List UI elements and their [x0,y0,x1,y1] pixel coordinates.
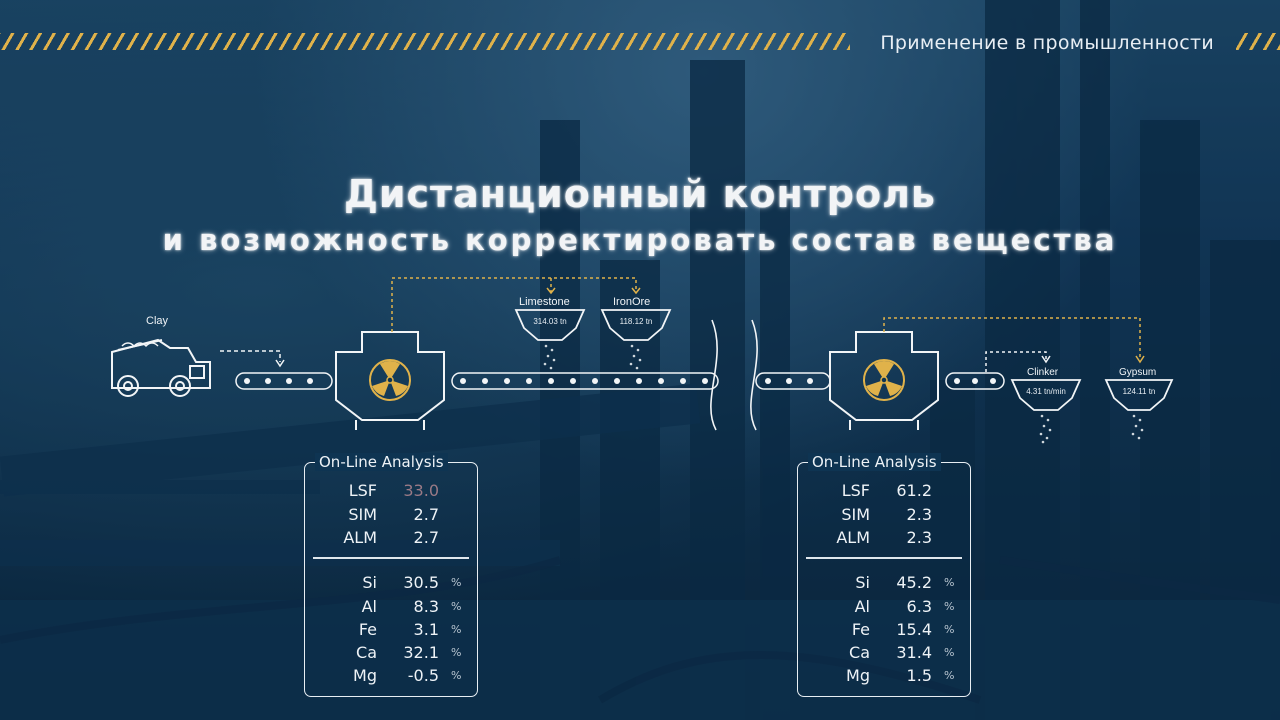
clinker-label: Clinker [1027,367,1059,378]
element-value: 8.3 [413,597,439,616]
element-key: Ca [849,643,870,662]
limestone-label: Limestone [519,296,570,308]
clinker-value: 4.31 tn/min [1026,387,1066,396]
element-key: Mg [846,666,870,685]
dump-truck-icon [111,338,211,397]
panel-divider [313,557,469,559]
element-value: 1.5 [906,666,932,685]
element-key: Al [854,597,870,616]
headline-line2: и возможность корректировать состав веще… [162,223,1118,257]
element-value: 30.5 [403,573,439,592]
index-key: LSF [841,481,870,500]
element-value: 32.1 [403,643,439,662]
element-unit: % [944,576,955,589]
flow-arrow-clinker [985,351,1047,372]
header-stripe-left [0,33,850,50]
element-key: Fe [851,620,870,639]
panel-divider [806,557,962,559]
element-value: 31.4 [896,643,932,662]
element-key: Al [361,597,377,616]
element-value: 6.3 [906,597,932,616]
index-key: SIM [348,505,377,524]
header-title: Применение в промышленности [880,32,1214,54]
conveyor-belt-4 [945,372,1005,390]
limestone-value: 314.03 tn [533,317,567,326]
index-value: 2.7 [413,505,439,524]
index-key: ALM [836,528,870,547]
index-key: SIM [841,505,870,524]
hopper-gypsum [1104,379,1174,411]
element-value: 3.1 [413,620,439,639]
conveyor-belt-3 [755,372,831,390]
index-value: 61.2 [896,481,932,500]
element-unit: % [451,600,462,613]
conveyor-belt-2 [451,372,719,390]
element-key: Fe [358,620,377,639]
break-mark [710,319,758,431]
element-unit: % [944,623,955,636]
element-unit: % [944,646,955,659]
ironore-value: 118.12 tn [619,317,653,326]
gypsum-value: 124.11 tn [1122,387,1156,396]
element-key: Ca [356,643,377,662]
clay-label: Clay [146,315,169,327]
index-key: ALM [343,528,377,547]
mill-1 [335,331,445,430]
element-unit: % [451,623,462,636]
flow-arrow-truck [220,350,281,362]
gypsum-label: Gypsum [1119,367,1157,378]
header-stripe-right [1236,33,1280,50]
headline-line1: Дистанционный контроль [344,172,936,216]
analysis-panel-1: On-Line Analysis LSF 33.0 SIM 2.7 ALM 2.… [304,453,478,697]
element-key: Mg [353,666,377,685]
control-line-2 [883,317,1141,360]
mill-2 [829,331,939,430]
ironore-label: IronOre [613,296,651,308]
element-unit: % [451,646,462,659]
panel-title: On-Line Analysis [315,453,448,471]
index-value: 2.3 [906,528,932,547]
radiation-icon-2 [863,359,905,401]
element-value: -0.5 [407,666,439,685]
element-unit: % [451,576,462,589]
panel-title: On-Line Analysis [808,453,941,471]
hopper-clinker [1010,379,1082,411]
index-key: LSF [348,481,377,500]
element-unit: % [944,600,955,613]
radiation-icon [369,359,411,401]
element-key: Si [855,573,870,592]
hopper-ironore [600,309,672,341]
index-value: 33.0 [403,481,439,500]
index-value: 2.3 [906,505,932,524]
element-unit: % [451,669,462,682]
analysis-panel-2: On-Line Analysis LSF 61.2 SIM 2.3 ALM 2.… [797,453,971,697]
hopper-limestone [514,309,586,341]
control-line-1 [391,277,637,332]
element-value: 45.2 [896,573,932,592]
element-value: 15.4 [896,620,932,639]
index-value: 2.7 [413,528,439,547]
element-key: Si [362,573,377,592]
conveyor-belt-1 [235,372,333,390]
element-unit: % [944,669,955,682]
